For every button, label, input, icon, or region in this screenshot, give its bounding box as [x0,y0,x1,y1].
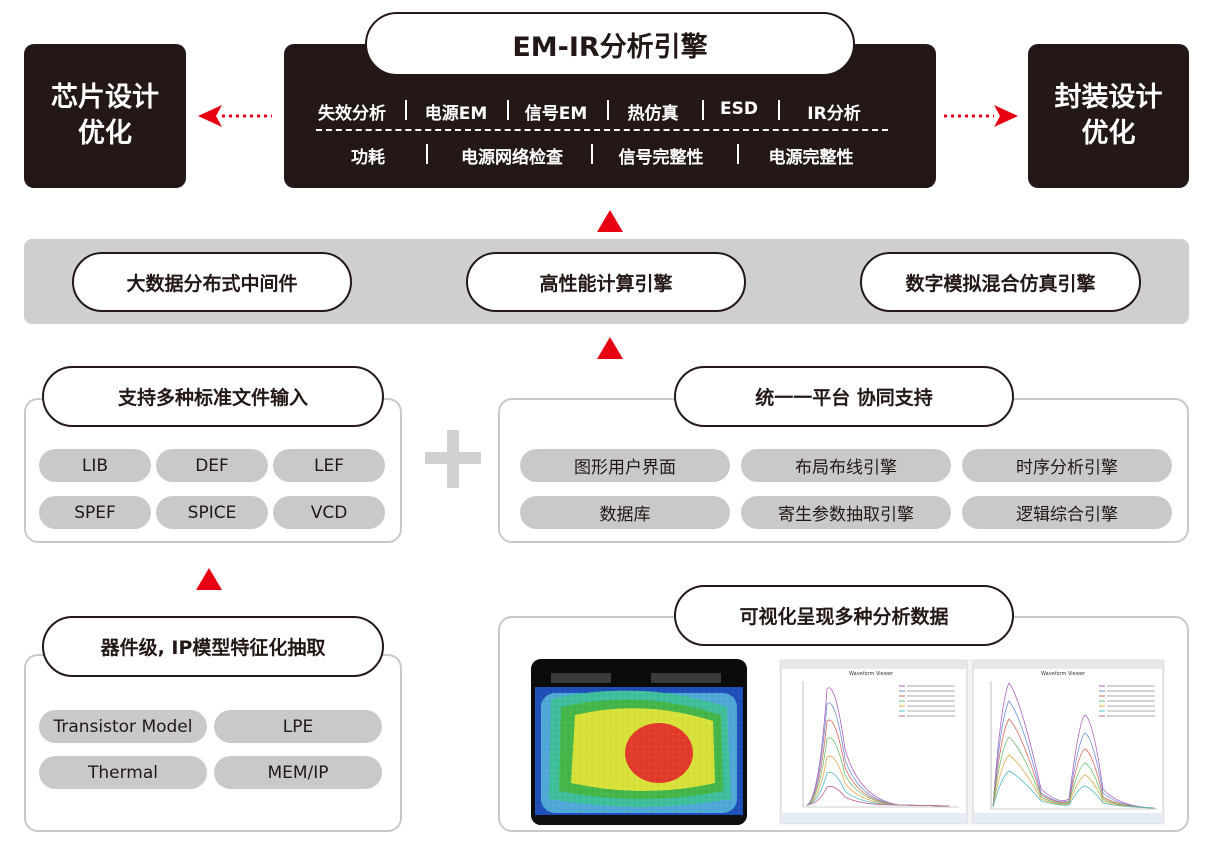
chip-design-optimization-box: 芯片设计 优化 [24,44,186,188]
separator [607,100,609,120]
separator [507,100,509,120]
platform-title: 统一一平台 协同支持 [674,366,1014,427]
mixed-signal-sim-engine-pill: 数字模拟混合仿真引擎 [860,252,1141,312]
engine-item-esd: ESD [720,99,758,119]
chip-lpe: LPE [214,710,382,743]
chip-transistor-model: Transistor Model [39,710,207,743]
arrow-right-icon [944,105,1018,127]
engine-item-thermal-sim: 热仿真 [627,104,679,124]
chip-gui: 图形用户界面 [520,449,730,482]
model-panel [24,654,402,832]
chip-mem-ip: MEM/IP [214,756,382,789]
chip-lef: LEF [273,449,385,482]
engine-item-signal-em: 信号EM [524,104,588,124]
chip-spef: SPEF [39,496,151,529]
chip-database: 数据库 [520,496,730,529]
chip-spice: SPICE [156,496,268,529]
separator [778,100,780,120]
engine-item-power-em: 电源EM [424,104,488,124]
hpc-engine-pill: 高性能计算引擎 [466,252,746,312]
separator [591,144,593,164]
up-arrow-icon [196,568,222,590]
chip-timing-analysis-engine: 时序分析引擎 [962,449,1172,482]
package-design-optimization-box: 封装设计 优化 [1028,44,1189,188]
arrow-left-icon [198,105,272,127]
separator [737,144,739,164]
model-title: 器件级, IP模型特征化抽取 [42,616,384,677]
file-input-title: 支持多种标准文件输入 [42,366,384,427]
waveform-window-title-2: Waveform Viewer [1041,671,1086,677]
engine-item-failure-analysis: 失效分析 [318,104,386,124]
engine-item-power-integrity: 电源完整性 [768,148,854,168]
engine-divider [316,129,888,131]
chip-parasitic-extraction-engine: 寄生参数抽取引擎 [741,496,951,529]
engine-item-power-network-check: 电源网络检查 [461,148,563,168]
chip-place-route-engine: 布局布线引擎 [741,449,951,482]
waveform-window-title: Waveform Viewer [849,671,894,677]
separator [426,144,428,164]
visualization-title: 可视化呈现多种分析数据 [674,585,1014,646]
up-arrow-icon [597,210,623,232]
chip-def: DEF [156,449,268,482]
waveform-viewer-image: Waveform Viewer Waveform Viewer [779,659,1165,825]
engine-item-signal-integrity: 信号完整性 [618,148,704,168]
engine-item-power: 功耗 [351,148,385,168]
chip-thermal: Thermal [39,756,207,789]
chip-lib: LIB [39,449,151,482]
up-arrow-icon [597,337,623,359]
separator [702,100,704,120]
chip-vcd: VCD [273,496,385,529]
engine-item-ir-analysis: IR分析 [807,104,861,124]
separator [405,100,407,120]
big-data-middleware-pill: 大数据分布式中间件 [72,252,352,312]
em-ir-engine-title: EM-IR分析引擎 [365,12,855,76]
chip-logic-synthesis-engine: 逻辑综合引擎 [962,496,1172,529]
plus-icon-vertical [447,430,459,488]
thermal-heatmap-image [531,659,747,825]
